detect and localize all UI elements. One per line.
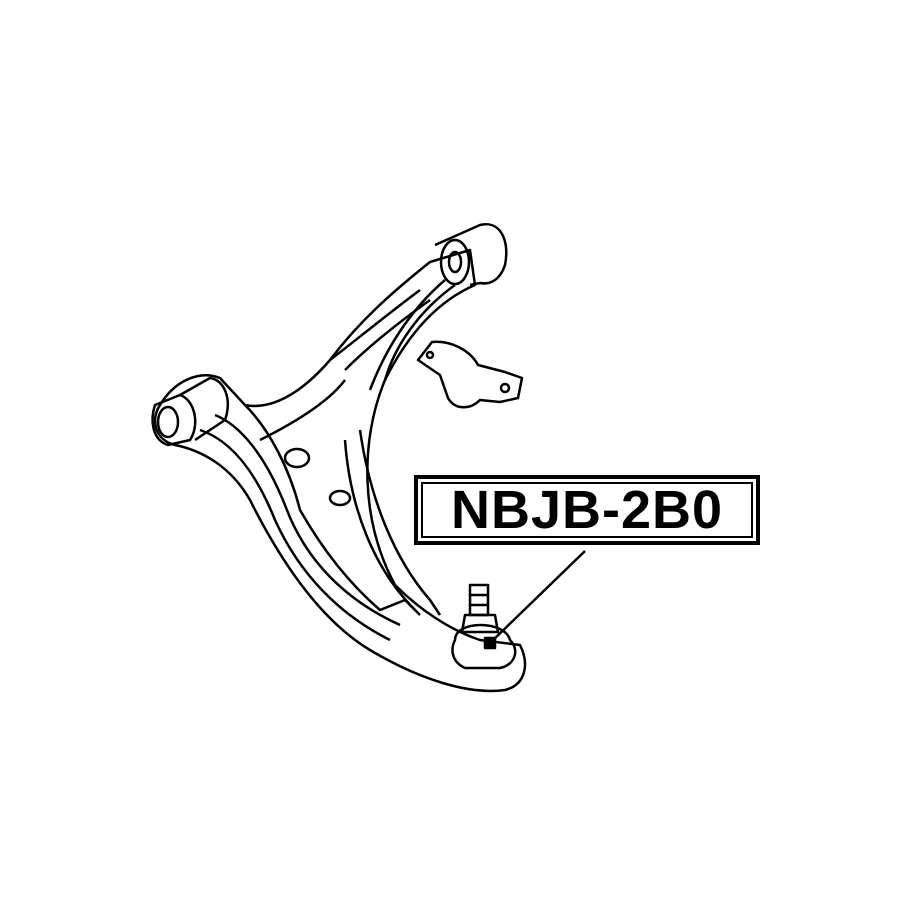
front-bushing bbox=[151, 376, 229, 447]
rear-bushing bbox=[434, 222, 508, 287]
lower-control-arm bbox=[153, 248, 527, 693]
leader-line bbox=[489, 550, 586, 644]
mount-hole bbox=[328, 489, 352, 507]
part-number-label: NBJB-2B0 bbox=[414, 475, 760, 545]
stabilizer-bracket bbox=[416, 340, 524, 409]
mount-hole bbox=[283, 447, 311, 469]
